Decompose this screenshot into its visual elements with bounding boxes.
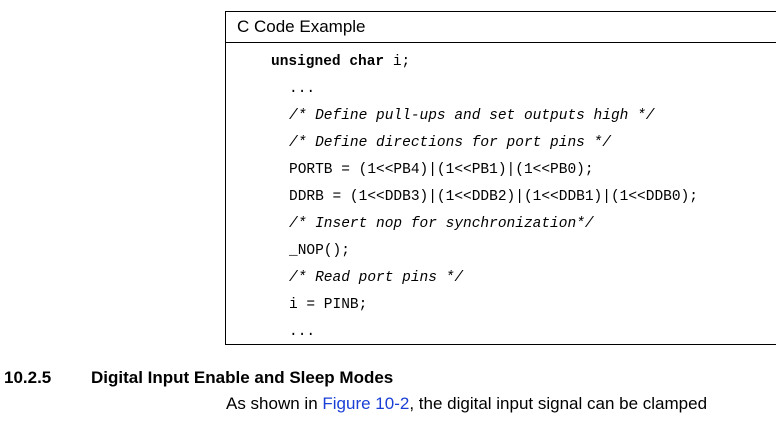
code-keyword: unsigned char <box>271 54 385 70</box>
code-line-ellipsis: ... <box>289 81 316 97</box>
code-line-declaration: unsigned char i; <box>271 53 410 71</box>
code-example-box: C Code Example unsigned char i; ... /* D… <box>225 11 776 345</box>
code-line-comment: /* Read port pins */ <box>289 270 464 286</box>
code-line-ellipsis: ... <box>289 324 316 340</box>
section-number: 10.2.5 <box>4 368 52 387</box>
section-title: Digital Input Enable and Sleep Modes <box>91 368 394 387</box>
code-line-portb: PORTB = (1<<PB4)|(1<<PB1)|(1<<PB0); <box>289 162 594 178</box>
body-paragraph: As shown in Figure 10-2, the digital inp… <box>226 394 707 414</box>
code-text: i; <box>384 54 411 70</box>
section-heading: 10.2.5 Digital Input Enable and Sleep Mo… <box>4 368 393 428</box>
code-line-ddrb: DDRB = (1<<DDB3)|(1<<DDB2)|(1<<DDB1)|(1<… <box>289 189 698 205</box>
figure-link[interactable]: Figure 10-2 <box>322 394 410 413</box>
paragraph-text: , the digital input signal can be clampe… <box>409 394 708 413</box>
code-line-read: i = PINB; <box>289 297 368 313</box>
code-line-nop: _NOP(); <box>289 243 350 259</box>
code-example-title: C Code Example <box>226 12 776 43</box>
code-line-comment: /* Define directions for port pins */ <box>289 135 611 151</box>
paragraph-text: As shown in <box>226 394 323 413</box>
code-line-comment: /* Define pull-ups and set outputs high … <box>289 108 655 124</box>
code-line-comment: /* Insert nop for synchronization*/ <box>289 216 594 232</box>
